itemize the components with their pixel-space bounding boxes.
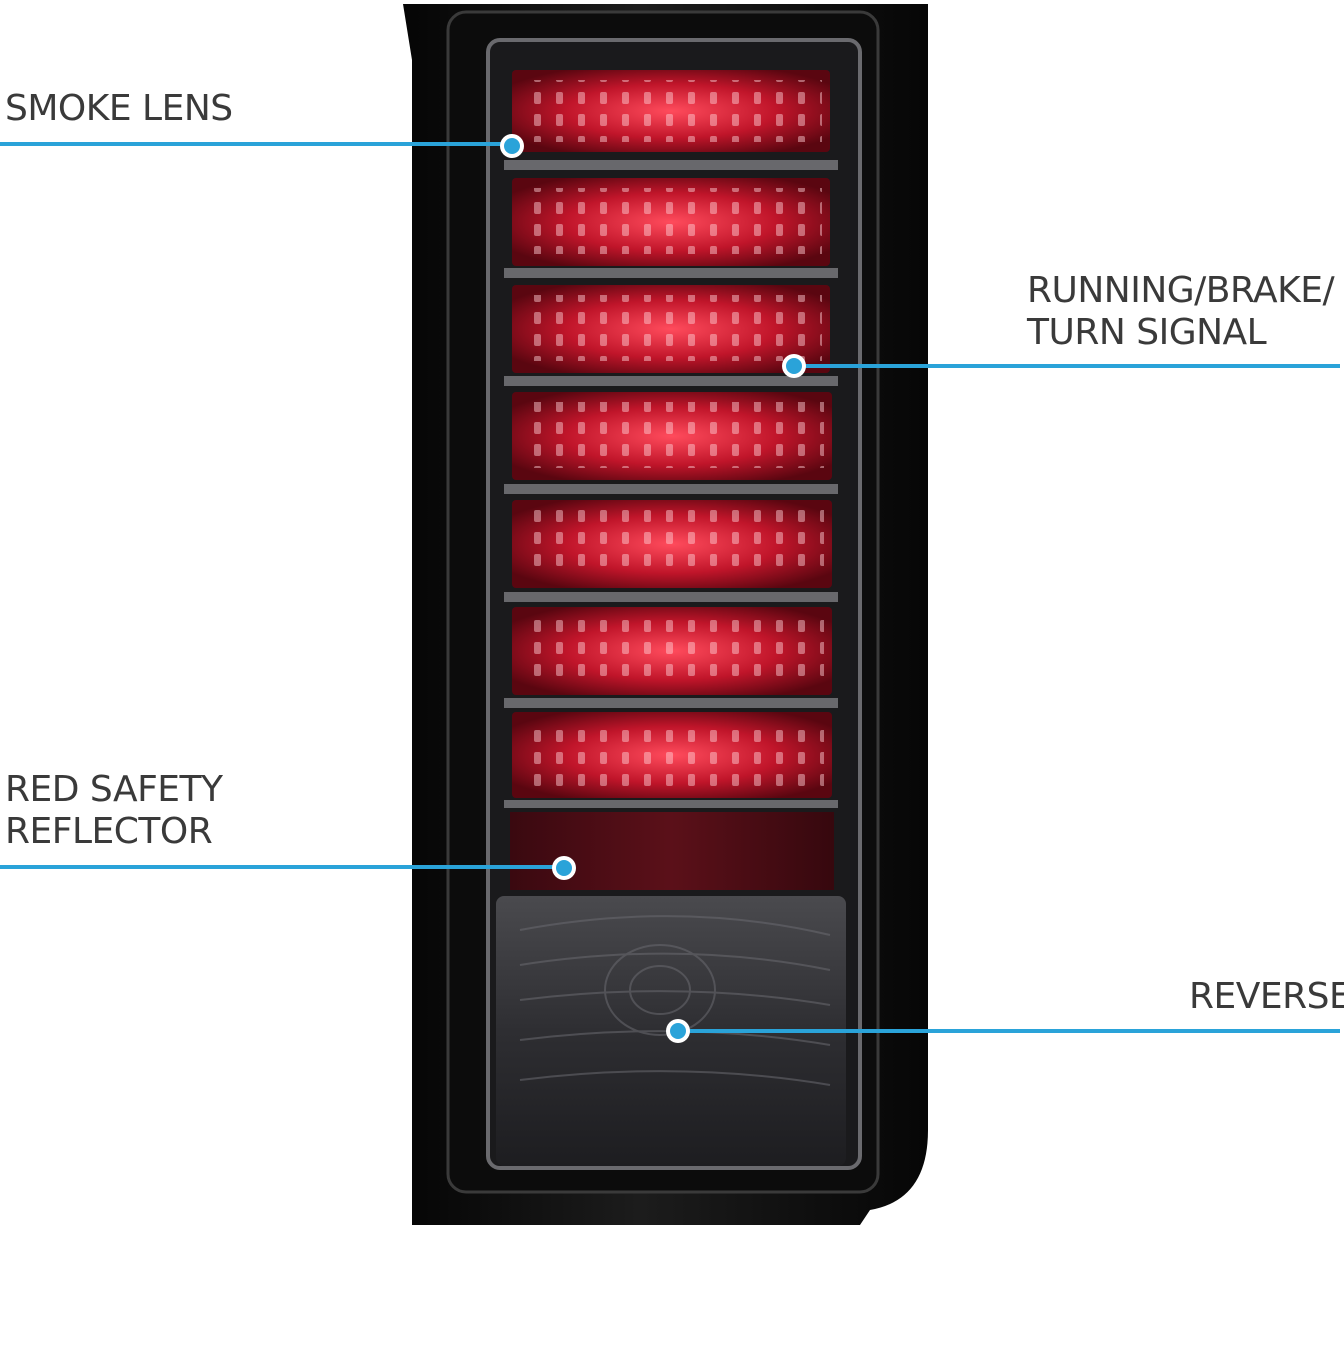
callout-label-reverse: REVERSE: [1189, 976, 1344, 1018]
callout-label-red-safety-reflector: RED SAFETY REFLECTOR: [5, 769, 223, 853]
led-bar: [512, 712, 832, 798]
callout-dot-icon: [782, 354, 806, 378]
callout-text: REFLECTOR: [5, 811, 213, 852]
callout-dot-icon: [552, 856, 576, 880]
callout-text: SMOKE LENS: [5, 88, 233, 129]
led-bar: [512, 500, 832, 588]
callout-lines: [0, 142, 1340, 1033]
callout-dot-icon: [500, 134, 524, 158]
led-bar: [512, 70, 830, 152]
led-bar: [512, 178, 830, 266]
callout-text: TURN SIGNAL: [1027, 312, 1267, 353]
reverse-texture: [519, 915, 831, 1086]
callout-text: RED SAFETY: [5, 769, 223, 810]
led-bar: [512, 607, 832, 695]
callout-label-running-brake-turn: RUNNING/BRAKE/ TURN SIGNAL: [1027, 270, 1335, 354]
lens-slats: [504, 160, 838, 808]
led-bar: [512, 392, 832, 480]
led-bars: [512, 70, 832, 798]
callout-dot-icon: [666, 1019, 690, 1043]
led-bar: [512, 285, 830, 373]
callout-markers: [500, 134, 806, 1043]
callout-text: REVERSE: [1189, 976, 1344, 1017]
callout-text: RUNNING/BRAKE/: [1027, 270, 1335, 311]
callout-label-smoke-lens: SMOKE LENS: [5, 88, 233, 130]
